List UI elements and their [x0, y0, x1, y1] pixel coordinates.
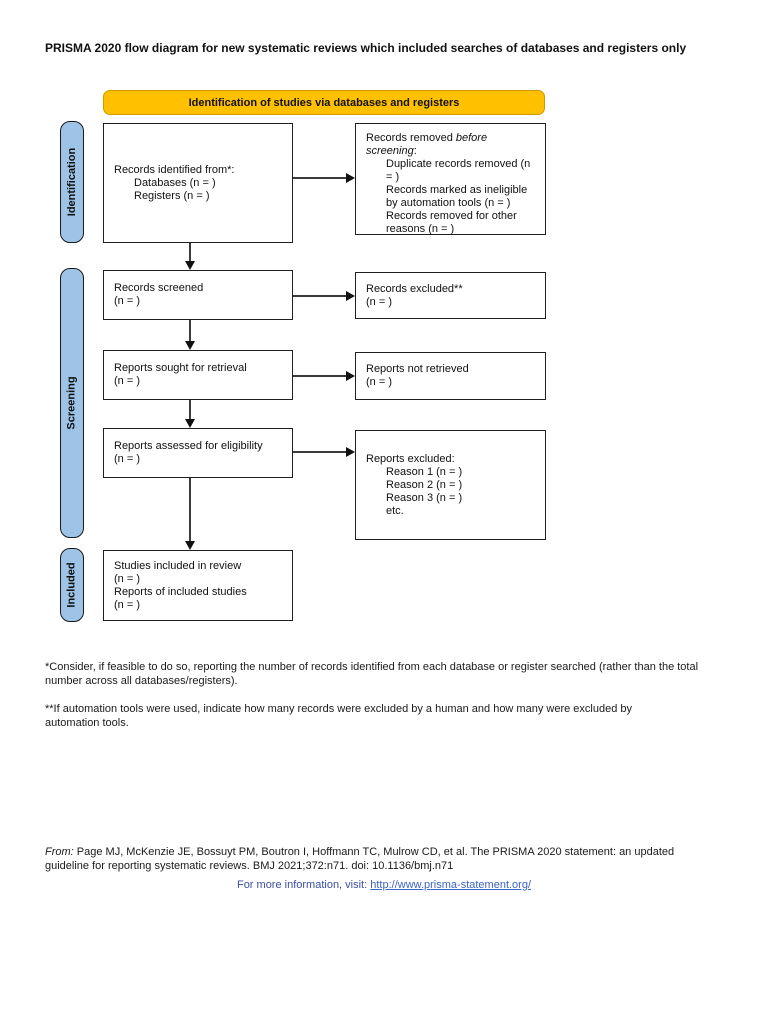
box-studies-included: Studies included in review (n = ) Report…: [103, 550, 293, 621]
records-removed-suffix: :: [413, 145, 417, 157]
arrow-assessed-to-included-head: [185, 541, 195, 550]
arrow-sought-to-notretrieved-line: [293, 375, 346, 377]
records-removed-other: Records removed for other reasons (n = ): [386, 210, 517, 235]
box-reports-excluded: Reports excluded: Reason 1 (n = ) Reason…: [355, 430, 546, 540]
records-excluded-line2: (n = ): [366, 295, 392, 308]
reports-excluded-reason2: Reason 2 (n = ): [386, 478, 463, 491]
citation-from-label: From:: [45, 846, 77, 858]
arrow-identified-to-screened-head: [185, 261, 195, 270]
sidebar-stage-included: Included: [60, 548, 84, 622]
records-removed-lead: Records removed: [366, 132, 456, 144]
arrow-screened-to-excluded-line: [293, 295, 346, 297]
banner-identification-of-studies: Identification of studies via databases …: [103, 90, 545, 115]
citation: From: Page MJ, McKenzie JE, Bossuyt PM, …: [45, 845, 693, 873]
records-screened-line1: Records screened: [114, 282, 204, 294]
prisma-statement-link[interactable]: http://www.prisma-statement.org/: [370, 879, 532, 891]
arrow-identified-to-screened-line: [189, 243, 191, 262]
box-records-identified: Records identified from*: Databases (n =…: [103, 123, 293, 243]
records-removed-duplicates: Duplicate records removed (n = ): [386, 158, 531, 183]
reports-sought-line2: (n = ): [114, 375, 140, 387]
footnote-automation: **If automation tools were used, indicat…: [45, 703, 632, 729]
records-removed-italic2: screening: [366, 145, 414, 157]
citation-text: Page MJ, McKenzie JE, Bossuyt PM, Boutro…: [45, 846, 675, 872]
reports-sought-line1: Reports sought for retrieval: [114, 362, 247, 374]
box-records-screened: Records screened (n = ): [103, 270, 293, 320]
arrow-assessed-to-excluded-line: [293, 451, 346, 453]
arrow-sought-to-notretrieved-head: [346, 371, 355, 381]
reports-not-retrieved-line1: Reports not retrieved: [366, 363, 469, 375]
arrow-assessed-to-included-line: [189, 478, 191, 542]
reports-excluded-reason3: Reason 3 (n = ): [386, 491, 463, 504]
reports-excluded-title: Reports excluded:: [366, 452, 455, 465]
records-removed-heading: Records removed before screening:: [366, 132, 537, 158]
sidebar-stage-screening: Screening: [60, 268, 84, 538]
arrow-screened-to-sought-line: [189, 320, 191, 342]
sidebar-stage-included-label: Included: [66, 562, 79, 608]
reports-not-retrieved-line2: (n = ): [366, 376, 392, 388]
box-reports-sought: Reports sought for retrieval (n = ): [103, 350, 293, 400]
records-identified-line1: Records identified from*:: [114, 163, 235, 176]
banner-label: Identification of studies via databases …: [188, 96, 460, 109]
records-excluded-line1: Records excluded**: [366, 282, 463, 295]
studies-included-line1: Studies included in review: [114, 559, 242, 572]
arrow-assessed-to-excluded-head: [346, 447, 355, 457]
reports-assessed-line2: (n = ): [114, 453, 140, 465]
studies-included-line4: (n = ): [114, 598, 140, 611]
records-screened-line2: (n = ): [114, 295, 140, 307]
reports-assessed-line1: Reports assessed for eligibility: [114, 440, 263, 452]
sidebar-stage-identification: Identification: [60, 121, 84, 243]
records-identified-registers: Registers (n = ): [134, 189, 210, 202]
more-info-line: For more information, visit: http://www.…: [0, 879, 768, 891]
reports-excluded-reason1: Reason 1 (n = ): [386, 465, 463, 478]
reports-excluded-etc: etc.: [386, 504, 404, 517]
more-info-text: For more information, visit:: [236, 879, 371, 891]
box-records-excluded: Records excluded** (n = ): [355, 272, 546, 319]
footnote-databases: *Consider, if feasible to do so, reporti…: [45, 661, 699, 687]
arrow-identified-to-removed-line: [293, 177, 346, 179]
box-records-removed: Records removed before screening: Duplica…: [355, 123, 546, 235]
arrow-sought-to-assessed-line: [189, 400, 191, 420]
sidebar-stage-identification-label: Identification: [66, 147, 79, 217]
studies-included-line2: (n = ): [114, 572, 140, 585]
arrow-screened-to-excluded-head: [346, 291, 355, 301]
records-removed-italic1: before: [455, 132, 488, 144]
records-removed-automation: Records marked as ineligible by automati…: [386, 184, 528, 209]
studies-included-line3: Reports of included studies: [114, 585, 247, 598]
arrow-identified-to-removed-head: [346, 173, 355, 183]
records-identified-databases: Databases (n = ): [134, 176, 216, 189]
box-reports-not-retrieved: Reports not retrieved (n = ): [355, 352, 546, 400]
arrow-screened-to-sought-head: [185, 341, 195, 350]
page-title: PRISMA 2020 flow diagram for new systema…: [45, 41, 687, 55]
sidebar-stage-screening-label: Screening: [66, 376, 78, 430]
box-reports-assessed: Reports assessed for eligibility (n = ): [103, 428, 293, 478]
arrow-sought-to-assessed-head: [185, 419, 195, 428]
